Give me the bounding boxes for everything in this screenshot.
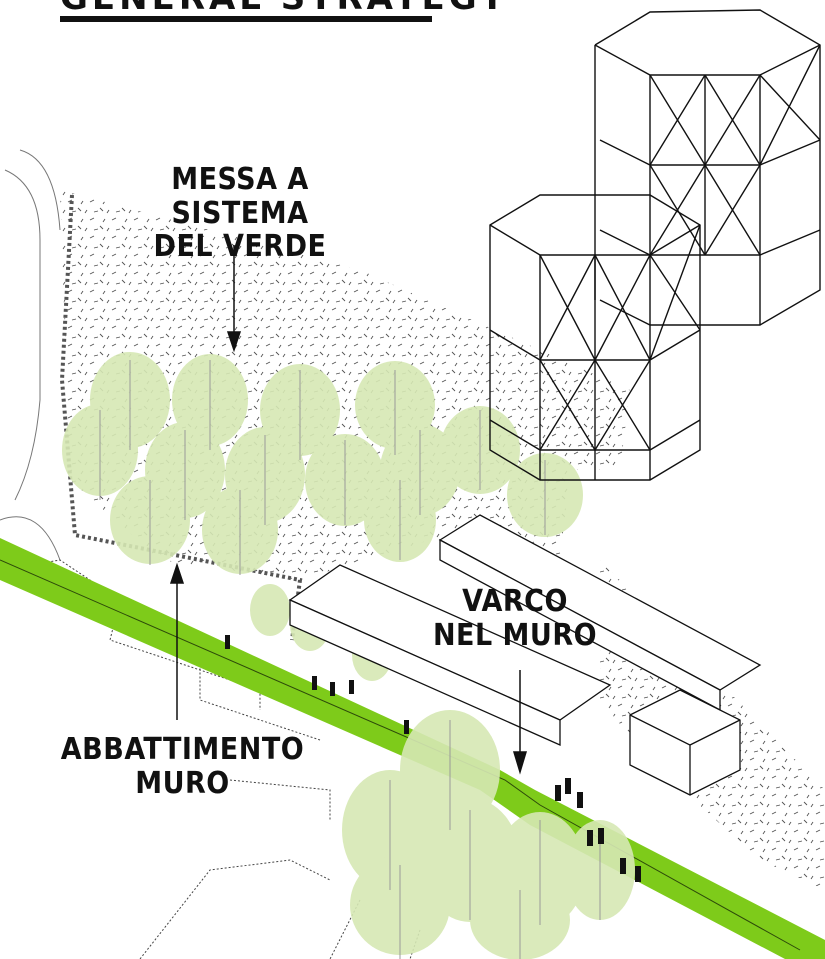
label-wall-gap: VARCO NEL MURO (430, 585, 600, 652)
label-demolition-line-1: ABBATTIMENTO (60, 732, 305, 767)
gas-holder-small (489, 194, 701, 481)
tree-trunks (99, 360, 601, 959)
title-underline (60, 16, 432, 22)
site-boundary-left (0, 149, 61, 561)
label-gap-line-2: NEL MURO (432, 617, 598, 653)
low-building (288, 514, 762, 796)
path-centerline (0, 559, 801, 951)
label-green-line-1: MESSA A SISTEMA (171, 162, 309, 231)
label-wall-demolition: ABBATTIMENTO MURO (60, 733, 305, 800)
page-title: GENERAL STRATEGY (60, 0, 509, 18)
label-demolition-line-2: MURO (135, 765, 230, 801)
people-silhouettes (225, 635, 641, 882)
annotation-arrows (169, 245, 528, 775)
label-gap-line-1: VARCO (462, 584, 568, 619)
label-green-system: MESSA A SISTEMA DEL VERDE (100, 163, 380, 264)
gas-holder-large (594, 9, 821, 326)
label-green-line-2: DEL VERDE (153, 229, 327, 265)
